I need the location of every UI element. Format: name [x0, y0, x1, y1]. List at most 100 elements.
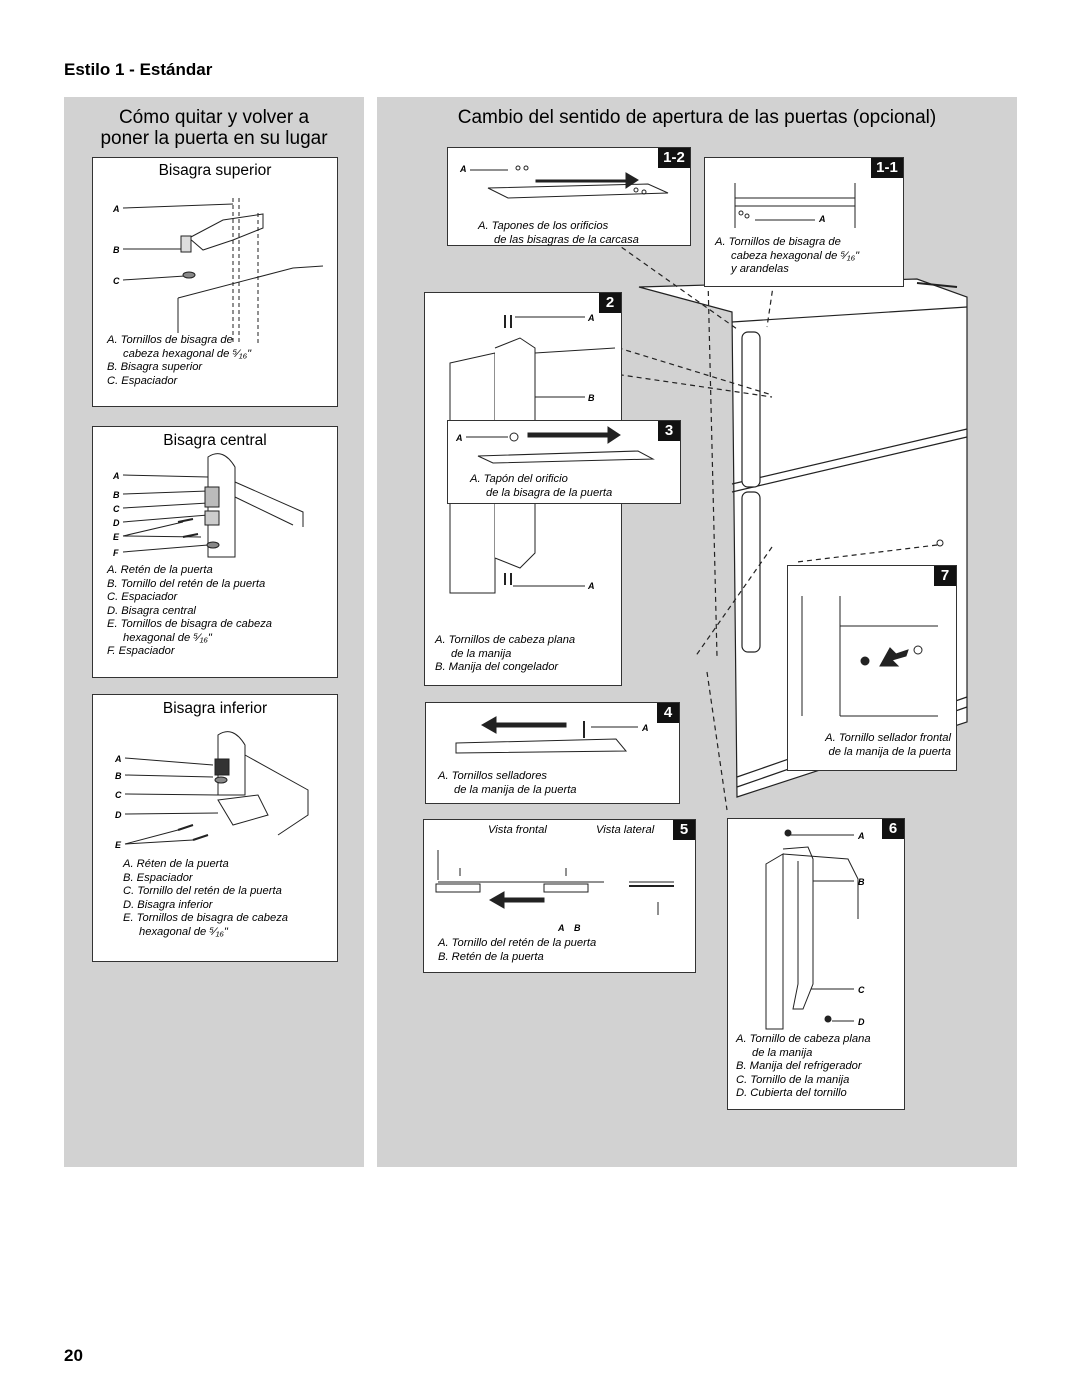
step-7-captions: A. Tornillo sellador frontal de la manij…: [793, 732, 951, 759]
label-a: A: [588, 581, 595, 591]
step-5-box: 5 Vista frontal Vista lateral A B A. Tor…: [423, 819, 696, 973]
label-a: A: [456, 433, 463, 443]
caption: A. Tornillos de bisagra de: [107, 334, 233, 346]
label-a: A: [858, 831, 865, 841]
step-1-1-diagram: [734, 183, 856, 228]
center-hinge-captions: A. Retén de la puerta B. Tornillo del re…: [107, 564, 272, 659]
label-b: B: [113, 490, 120, 500]
left-title-line2: poner la puerta en su lugar: [100, 128, 328, 149]
step-1-1-captions: A. Tornillos de bisagra de cabeza hexago…: [715, 236, 859, 277]
right-panel-title: Cambio del sentido de apertura de las pu…: [457, 107, 937, 128]
caption: A. Tornillo sellador frontal: [825, 732, 951, 744]
view-side-label: Vista lateral: [596, 824, 655, 836]
step-4-captions: A. Tornillos selladores de la manija de …: [438, 770, 577, 797]
step-1-2-captions: A. Tapones de los orificios de las bisag…: [478, 220, 639, 247]
caption: E. Tornillos de bisagra de cabeza: [123, 912, 289, 924]
caption: D. Bisagra inferior: [123, 898, 213, 911]
page-number: 20: [64, 1346, 83, 1365]
step-1-2-box: 1-2 A A. Tapones de los orificios de las…: [447, 147, 691, 246]
caption: B. Retén de la puerta: [438, 950, 544, 963]
center-hinge-box: Bisagra central A B C D E F: [92, 426, 338, 678]
step-badge: 1-2: [658, 148, 690, 168]
step-badge: 2: [599, 293, 621, 313]
step-1-1-box: 1-1 A A. Tornillos de bisagra de cabeza …: [704, 157, 904, 287]
right-panel: Cambio del sentido de apertura de las pu…: [377, 97, 1017, 1167]
caption: de la manija de la puerta: [828, 745, 951, 758]
label-d: D: [115, 810, 122, 820]
bottom-hinge-diagram: [124, 731, 309, 845]
top-hinge-captions: A. Tornillos de bisagra de cabeza hexago…: [107, 334, 251, 388]
caption: hexagonal de ⁵⁄₁₆": [123, 631, 212, 644]
step-6-box: 6 A B C D A. Tornillo de cabeza plana de…: [727, 818, 905, 1110]
caption: F. Espaciador: [107, 645, 175, 657]
step-1-2-diagram: [470, 165, 669, 199]
step-badge: 3: [658, 421, 680, 441]
step-badge: 5: [673, 820, 695, 840]
step-7-diagram: [801, 596, 938, 717]
step-3-box: 3 A A. Tapón del orificio de la bisagra …: [447, 420, 681, 504]
caption: D. Bisagra central: [107, 604, 196, 617]
label-b: B: [115, 771, 122, 781]
top-hinge-diagram: [122, 198, 324, 343]
caption: B. Espaciador: [123, 871, 193, 884]
bottom-hinge-box: Bisagra inferior A B C D E A: [92, 694, 338, 962]
top-hinge-box: Bisagra superior A B C A. Tornillos de b…: [92, 157, 338, 407]
left-panel-title: Cómo quitar y volver a poner la puerta e…: [64, 107, 364, 149]
caption: de la manija de la puerta: [454, 783, 577, 796]
label-b: B: [113, 245, 120, 255]
caption: A. Tapón del orificio: [470, 473, 568, 485]
step-badge: 6: [882, 819, 904, 839]
step-6-diagram: [765, 829, 859, 1030]
label-c: C: [115, 790, 122, 800]
step-badge: 7: [934, 566, 956, 586]
caption: A. Tapones de los orificios: [478, 220, 609, 232]
label-a: A: [819, 214, 826, 224]
label-b: B: [574, 923, 581, 933]
step-4-box: 4 A A. Tornillos selladores de la manija…: [425, 702, 680, 804]
caption: de las bisagras de la carcasa: [494, 233, 639, 246]
label-c: C: [113, 276, 120, 286]
step-3-captions: A. Tapón del orificio de la bisagra de l…: [470, 473, 612, 500]
step-2-captions: A. Tornillos de cabeza plana de la manij…: [435, 634, 575, 675]
bottom-hinge-captions: A. Réten de la puerta B. Espaciador C. T…: [123, 858, 288, 939]
left-title-line1: Cómo quitar y volver a: [118, 107, 310, 128]
label-a: A: [558, 923, 565, 933]
step-badge: 1-1: [871, 158, 903, 178]
caption: A. Tornillo del retén de la puerta: [438, 937, 597, 949]
bottom-hinge-title: Bisagra inferior: [162, 700, 268, 717]
section-title: Estilo 1 - Estándar: [64, 60, 213, 79]
caption: C. Tornillo del retén de la puerta: [123, 885, 282, 897]
caption: E. Tornillos de bisagra de cabeza: [107, 618, 273, 630]
step-badge: 4: [657, 703, 679, 723]
label-e: E: [113, 532, 120, 542]
view-front-label: Vista frontal: [488, 824, 547, 836]
caption: B. Manija del congelador: [435, 661, 559, 673]
caption: cabeza hexagonal de ⁵⁄₁₆": [123, 347, 252, 360]
label-f: F: [113, 548, 119, 558]
caption: de la manija: [752, 1046, 813, 1059]
label-a: A: [642, 723, 649, 733]
caption: A. Réten de la puerta: [123, 858, 229, 870]
left-panel: Cómo quitar y volver a poner la puerta e…: [64, 97, 364, 1167]
caption: B. Manija del refrigerador: [736, 1060, 862, 1072]
caption: A. Tornillos selladores: [438, 770, 548, 782]
label-c: C: [858, 985, 865, 995]
caption: A. Retén de la puerta: [107, 564, 213, 576]
label-b: B: [858, 877, 865, 887]
center-hinge-diagram: [122, 453, 304, 558]
top-hinge-title: Bisagra superior: [158, 162, 272, 179]
step-3-diagram: [466, 426, 655, 464]
caption: D. Cubierta del tornillo: [736, 1087, 847, 1099]
caption: C. Tornillo de la manija: [736, 1073, 850, 1086]
label-e: E: [115, 840, 122, 850]
center-hinge-title: Bisagra central: [163, 432, 267, 449]
caption: de la manija: [451, 647, 512, 660]
caption: A. Tornillo de cabeza plana: [736, 1033, 871, 1045]
caption: B. Bisagra superior: [107, 361, 203, 373]
caption: B. Tornillo del retén de la puerta: [107, 577, 266, 590]
caption: hexagonal de ⁵⁄₁₆": [139, 925, 228, 938]
label-d: D: [858, 1017, 865, 1027]
caption: cabeza hexagonal de ⁵⁄₁₆": [731, 249, 860, 262]
step-6-captions: A. Tornillo de cabeza plana de la manija…: [736, 1033, 871, 1101]
caption: de la bisagra de la puerta: [486, 486, 613, 499]
